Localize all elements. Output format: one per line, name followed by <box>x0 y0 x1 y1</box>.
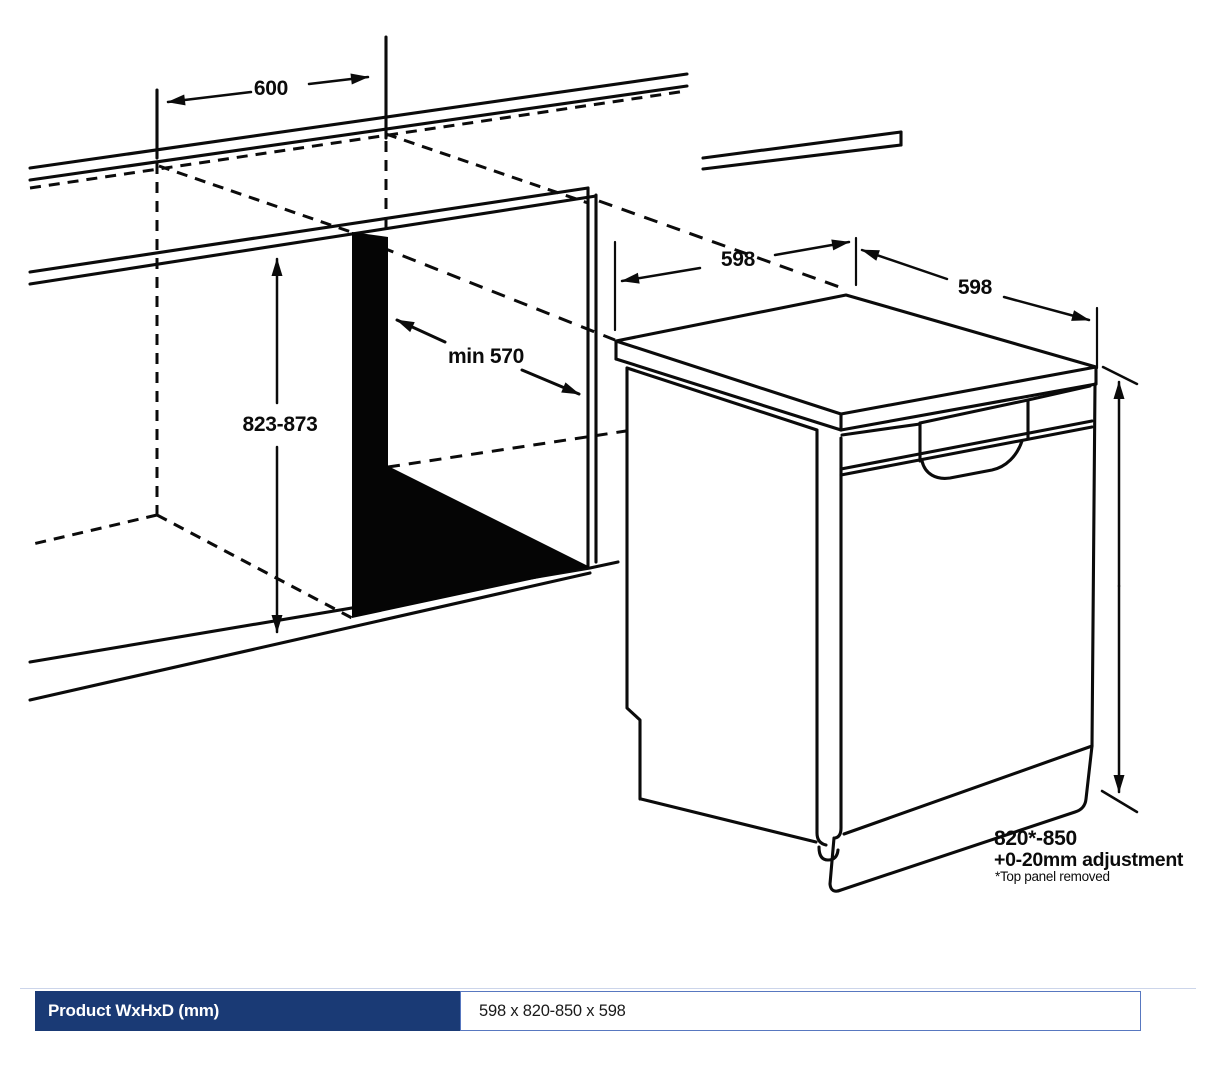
product-height-footnote: *Top panel removed <box>995 869 1110 884</box>
niche-shadow-panel <box>352 232 590 618</box>
dim-598w-arrow-left <box>620 266 702 284</box>
counter-right-edge-top <box>701 130 903 160</box>
control-band-top-right <box>1026 384 1092 402</box>
dim-depth-arrow-downright <box>520 368 581 396</box>
dim-598d-arrow-right <box>1002 295 1091 322</box>
niche-hidden-edges <box>29 89 846 620</box>
spec-table-header-cell: Product WxHxD (mm) <box>35 991 460 1031</box>
side-panel-left-edge <box>625 366 642 801</box>
side-panel-bottom-edge <box>639 797 818 844</box>
dim-depth-arrow-upleft <box>395 318 447 344</box>
floor-line-upper <box>28 560 620 664</box>
front-left-foot <box>817 845 840 862</box>
worktop-bottom-left-edge <box>614 357 843 432</box>
counter-front-edge-top <box>28 186 590 274</box>
door-handle-recess <box>920 439 1024 480</box>
counter-run <box>28 35 903 702</box>
dashed-niche-top-left-edge <box>158 164 355 235</box>
dim-prodheight-tick-bottom <box>1100 789 1139 814</box>
counter-back-edge-top <box>28 72 689 170</box>
dim-598w-arrow-right <box>773 239 851 257</box>
dim-600-arrow-right <box>307 73 370 86</box>
dim-prodheight-tick-top <box>1101 365 1139 386</box>
control-band-top-left <box>840 422 922 437</box>
door-bottom-edge <box>842 744 1094 836</box>
corner-strip-inner-line <box>833 436 843 840</box>
control-band-bottom-line1 <box>839 419 1094 471</box>
dim-598d-arrow-left <box>860 248 949 281</box>
spec-table-top-rule <box>20 988 1196 989</box>
product-height-label: 820*-850 <box>994 827 1077 850</box>
counter-front-edge-bottom <box>28 194 598 286</box>
product-top-depth-label: 598 <box>958 276 993 299</box>
corner-strip-outer-line <box>815 429 828 847</box>
dishwasher-outline <box>614 293 1098 893</box>
dashed-niche-top-right-edge <box>385 132 589 205</box>
dim-600-arrow-left <box>166 90 253 106</box>
niche-width-label: 600 <box>254 77 288 100</box>
dashed-projection-bottom <box>387 429 627 469</box>
dimension-lines <box>166 73 1139 814</box>
plinth-outline <box>828 744 1094 893</box>
dashed-floor-corner-left <box>32 513 158 546</box>
product-top-width-label: 598 <box>721 248 756 271</box>
worktop-bottom-right-edge <box>839 382 1098 432</box>
dashed-back-wall-line <box>29 89 687 190</box>
body-right-edge <box>1090 382 1097 748</box>
dashed-projection-middle <box>357 236 616 342</box>
product-height-adjustment-label: +0-20mm adjustment <box>994 849 1184 871</box>
dashed-projection-top <box>598 199 846 291</box>
niche-height-label: 823-873 <box>243 413 318 436</box>
counter-right-edge-bottom <box>701 143 903 171</box>
counter-back-edge-bottom <box>28 84 689 182</box>
dashed-floor-corner-right <box>156 513 353 620</box>
niche-depth-label: min 570 <box>448 345 524 368</box>
control-window-top-edge <box>918 398 1030 425</box>
floor-line-lower <box>28 571 592 702</box>
side-panel-top-edge <box>625 366 819 432</box>
spec-table-value-cell: 598 x 820-850 x 598 <box>460 991 1141 1031</box>
control-band-bottom-line2 <box>839 425 1094 477</box>
spec-table-row: Product WxHxD (mm) 598 x 820-850 x 598 <box>35 991 1141 1031</box>
